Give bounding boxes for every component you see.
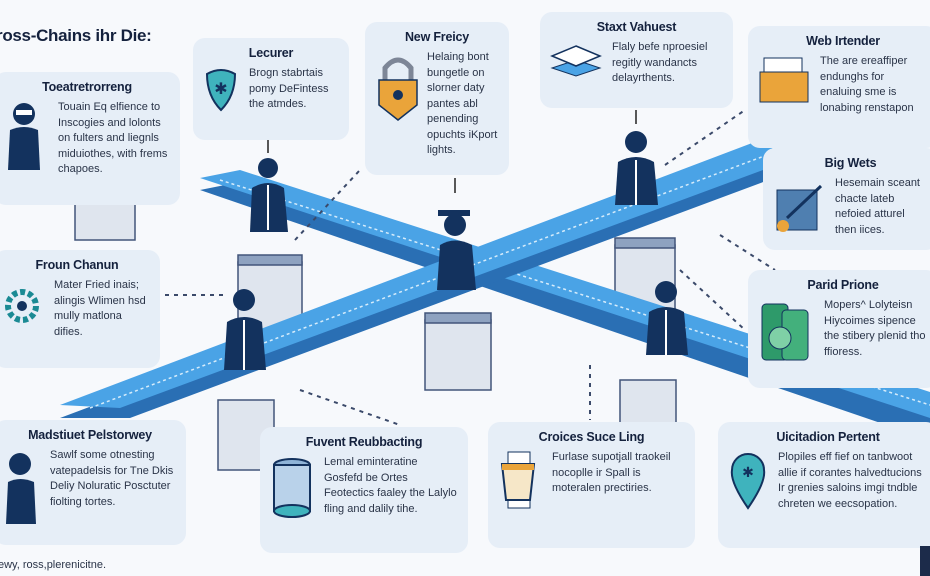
footer-text: ewy, ross,plerenicitne. [0,559,107,571]
card-text: Mater Fried inais; alingis Wlimen hsd mu… [54,279,146,338]
layers-icon [550,45,602,77]
card-title: Web Irtender [806,34,880,48]
card-text: Mopers^ Lolyteisn Hiycoimes sipence the … [824,299,926,358]
location-pin-icon: ✱ [730,453,766,510]
card-title: Lecurer [248,46,294,60]
card-new-freicy: New Freicy Helaing bont bungetle on slor… [365,22,509,175]
card-title: Madstiuet Pelstorwey [28,428,152,442]
cans-icon [761,303,809,361]
person-icon [6,453,36,524]
card-parid-prione: Parid Prione Mopers^ Lolyteisn Hiycoimes… [748,270,930,388]
card-uicitadion-pertent: Uicitadion Pertent ✱ Plopiles eff fief o… [718,422,930,548]
svg-text:✱: ✱ [214,81,227,98]
folder-icon [759,57,809,103]
arrow-icons [267,110,637,193]
card-title: Staxt Vahuest [596,20,677,34]
card-title: Fuvent Reubbacting [305,435,423,449]
card-title: Big Wets [824,156,877,170]
card-croices-suce-ling: Croices Suce Ling Furlase supotjall trao… [488,422,695,548]
shield-icon: ✱ [205,69,237,112]
tool-icon [776,184,823,232]
hacker-icon [8,103,40,170]
card-text: Lemal eminteratine Gosfefd be Ortes Feot… [324,456,457,515]
card-text: Helaing bont bungetle on slorner daty pa… [427,51,498,156]
cup-icon [500,451,536,509]
person-icon [224,289,266,370]
corner-badge [920,546,930,576]
card-froun-chanun: Froun Chanun Mater Fried inais; alingis … [0,250,160,368]
card-text: Touain Eq elfience to Inscogies and lolo… [58,101,168,175]
card-text: Flaly befe nproesiel regitly wandancts d… [612,41,708,84]
card-title: Froun Chanun [35,258,119,272]
card-text: Sawlf some otnesting vatepadelsis for Tn… [50,449,174,508]
card-lecurer: Lecurer ✱ Brogn stabrtais pomy DeFintess… [193,38,349,140]
card-title: Parid Prione [807,278,879,292]
connector-lines [165,109,776,426]
card-title: Croices Suce Ling [538,430,645,444]
card-title: New Freicy [404,30,469,44]
card-web-irtender: Web Irtender The are ereaffiper endunghs… [748,26,930,148]
card-title: Uicitadion Pertent [776,430,880,444]
card-toeatretrorreng: Toeatretrorreng Touain Eq elfience to In… [0,72,180,205]
person-icon [646,281,688,355]
card-text: Furlase supotjall traokeil nocoplle ir S… [552,451,671,494]
card-madstiuet-pelstorwey: Madstiuet Pelstorwey Sawlf some otnestin… [0,420,186,545]
card-text: Plopiles eff fief on tanbwoot allie if c… [778,451,922,510]
card-fuvent-reubbacting: Fuvent Reubbacting Lemal eminteratine Go… [260,427,468,553]
card-text: The are ereaffiper endunghs for enaluing… [820,55,914,114]
person-icon [437,210,476,290]
card-big-wets: Big Wets Hesemain sceant chacte lateb ne… [763,148,930,250]
card-title: Toeatretrorreng [42,80,132,94]
card-text: Hesemain sceant chacte lateb nefoied att… [835,177,920,236]
person-icon [615,131,658,205]
people [224,131,688,370]
padlock-icon [378,57,418,121]
person-icon [250,158,288,232]
svg-text:✱: ✱ [742,464,754,480]
gear-icon [5,289,39,323]
card-text: Brogn stabrtais pomy DeFintess the atmde… [249,67,329,110]
card-staxt-vahuest: Staxt Vahuest Flaly befe nproesiel regit… [540,12,733,108]
database-icon [273,458,311,518]
page-title: ross-Chains ihr Die: [0,26,152,45]
